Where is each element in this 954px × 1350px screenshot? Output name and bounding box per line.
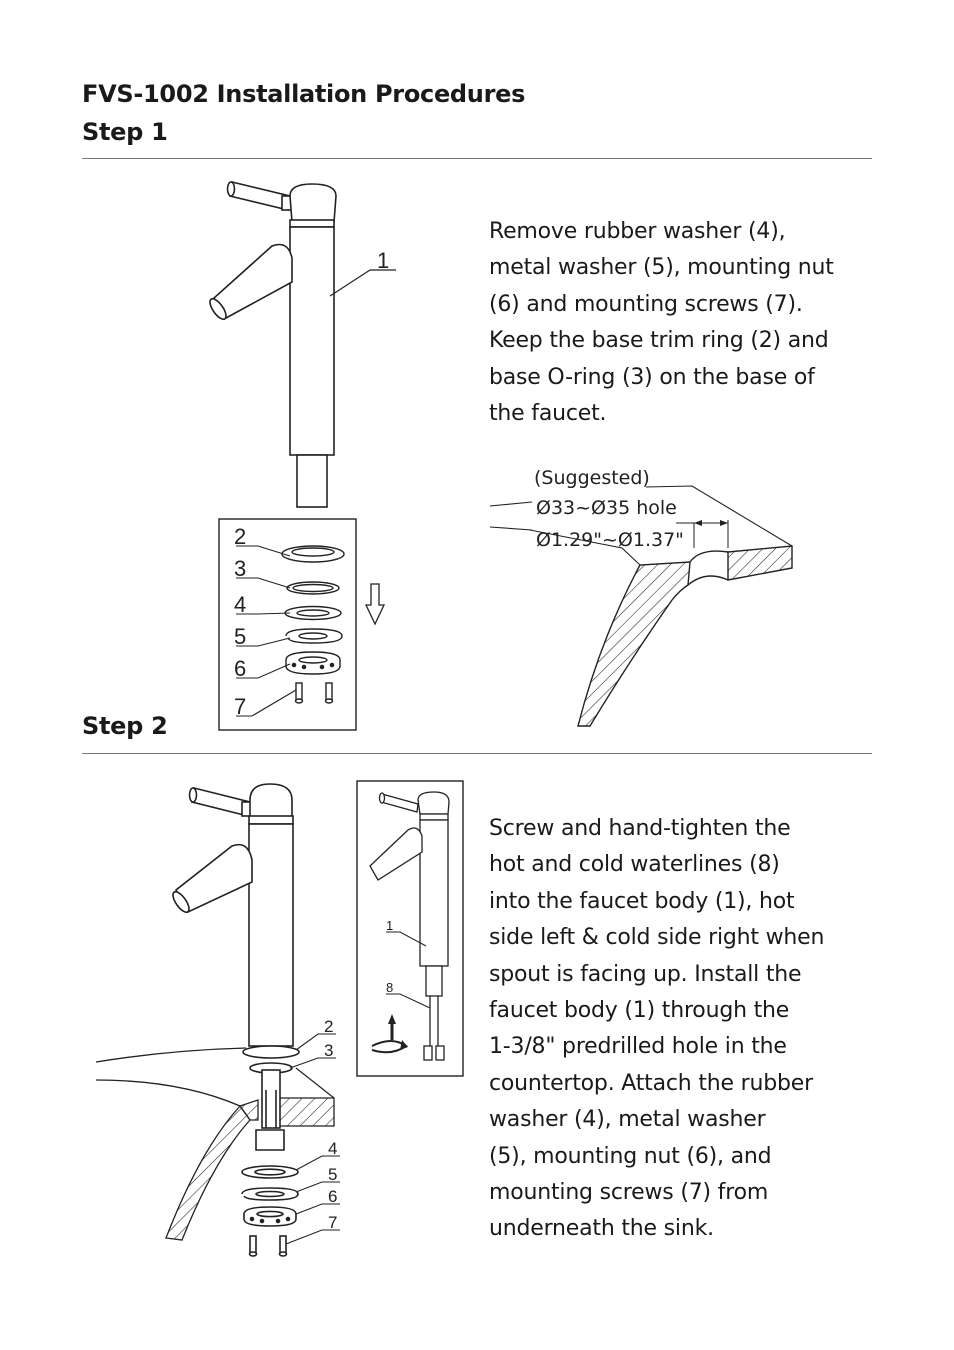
- countertop-hole-section: [489, 485, 793, 727]
- down-arrow-icon: [364, 583, 386, 626]
- part-label-4: 4: [234, 592, 246, 617]
- part-leader-lines-step2: [285, 1033, 340, 1245]
- inset-leader-lines: [386, 931, 431, 1009]
- up-arrow-icon: [388, 1014, 396, 1040]
- step2-label-7: 7: [328, 1213, 337, 1232]
- step1-instructions: Remove rubber washer (4), metal washer (…: [489, 219, 834, 427]
- waterline-inset-faucet: [369, 791, 450, 1061]
- part-label-2: 2: [234, 524, 246, 549]
- hole-note-metric: Ø33~Ø35 hole: [536, 497, 677, 519]
- faucet-install-diagram-step2: [95, 1047, 335, 1241]
- faucet-body-step2: [172, 783, 300, 1257]
- step2-label-6: 6: [328, 1187, 337, 1206]
- faucet-body-diagram-step1: [209, 181, 337, 508]
- part-label-3: 3: [234, 556, 246, 581]
- part-label-6: 6: [234, 656, 246, 681]
- step2-label-5: 5: [328, 1165, 337, 1184]
- inset-label-8: 8: [386, 980, 393, 995]
- part-label-1: 1: [377, 248, 389, 273]
- step2-heading: Step 2: [82, 712, 168, 740]
- part-leader-lines-step1: [236, 545, 297, 717]
- step2-label-4: 4: [328, 1139, 337, 1158]
- exploded-parts-box: [218, 518, 357, 731]
- hole-note-imperial: Ø1.29"~Ø1.37": [536, 529, 684, 551]
- waterline-inset-box: [356, 780, 464, 1077]
- exploded-parts-step1: [281, 545, 345, 704]
- step1-divider: [82, 158, 872, 159]
- step2-label-2: 2: [324, 1017, 333, 1036]
- part-label-7: 7: [234, 694, 246, 719]
- document-title: FVS-1002 Installation Procedures: [82, 80, 526, 108]
- inset-label-1: 1: [386, 918, 393, 933]
- step1-heading: Step 1: [82, 118, 168, 146]
- part-label-5: 5: [234, 624, 246, 649]
- step2-label-3: 3: [324, 1041, 333, 1060]
- step2-instructions: Screw and hand-tighten the hot and cold …: [489, 816, 825, 1242]
- hole-note-suggested: (Suggested): [534, 467, 650, 489]
- step2-divider: [82, 753, 872, 754]
